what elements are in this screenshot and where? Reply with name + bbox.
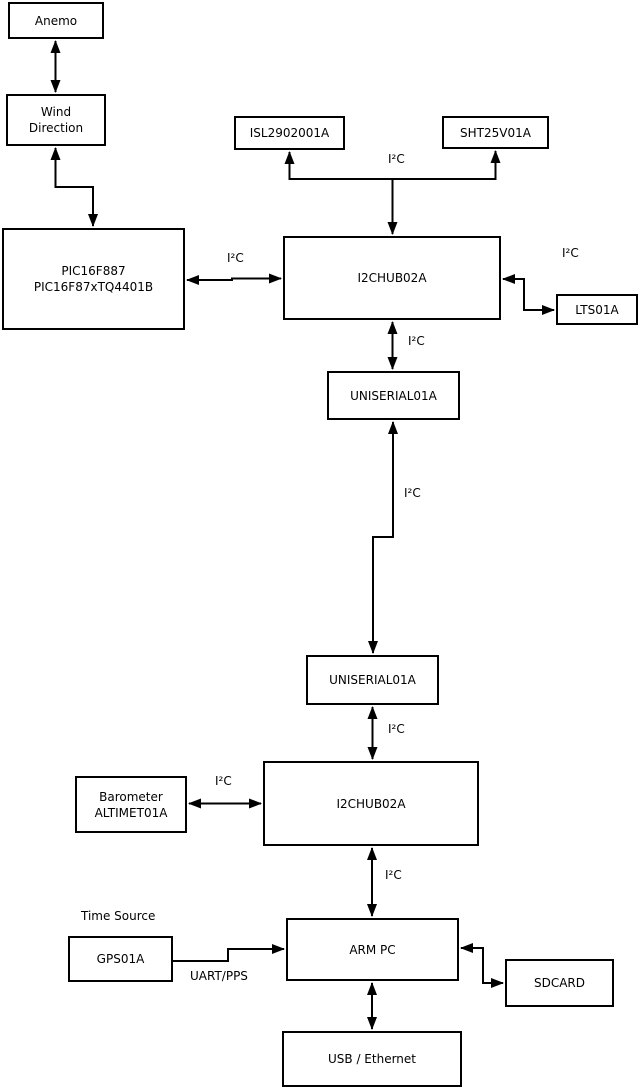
node-anemometer: Anemo [8,2,104,39]
node-i2c-hub-upper: I2CHUB02A [283,236,501,320]
node-wind-direction-label: Wind Direction [28,105,84,135]
node-arm-pc: ARM PC [286,918,459,981]
node-pic-microcontroller: PIC16F887 PIC16F87xTQ4401B [2,228,185,330]
node-barometer-altimeter-label: Barometer ALTIMET01A [94,789,168,820]
node-i2c-hub-lower: I2CHUB02A [263,761,479,846]
node-isl-light-sensor-label: ISL2902001A [249,126,330,140]
edge-pic-hub1 [186,273,282,285]
node-i2c-hub-upper-label: I2CHUB02A [357,271,427,285]
edge-wind-pic [50,147,98,227]
node-wind-direction: Wind Direction [6,94,106,146]
node-uniserial-lower: UNISERIAL01A [306,655,439,705]
edge-label-time-source: Time Source [81,909,156,923]
node-i2c-hub-lower-label: I2CHUB02A [336,796,406,811]
node-usb-ethernet: USB / Ethernet [282,1031,462,1087]
node-lts-temperature-sensor-label: LTS01A [575,302,619,317]
edge-armpc-sdcard [460,943,504,988]
edge-label-i2c-uni1-uni2: I²C [404,486,421,500]
edge-label-i2c-hub1-lts: I²C [562,246,579,260]
node-usb-ethernet-label: USB / Ethernet [328,1052,416,1066]
node-uniserial-lower-label: UNISERIAL01A [329,673,416,687]
node-lts-temperature-sensor: LTS01A [556,294,638,325]
edge-label-i2c-hub1-uni1: I²C [408,334,425,348]
edge-label-i2c-uni2-hub2: I²C [388,722,405,736]
node-uniserial-upper-label: UNISERIAL01A [350,388,437,403]
edge-label-i2c-baro-hub2: I²C [215,774,232,788]
edge-label-uart-pps: UART/PPS [190,969,248,983]
node-sht-humidity-sensor: SHT25V01A [442,116,549,149]
edge-gps-armpc [173,944,285,962]
node-isl-light-sensor: ISL2902001A [234,116,345,150]
edge-uni1-uni2 [368,421,398,654]
edge-label-i2c-sensor-tee: I²C [388,152,405,166]
node-anemometer-label: Anemo [34,13,78,28]
node-pic-microcontroller-label: PIC16F887 PIC16F87xTQ4401B [33,264,154,294]
edge-hub1-lts [502,274,555,315]
edge-label-i2c-hub2-arm: I²C [385,868,402,882]
node-arm-pc-label: ARM PC [349,942,396,957]
node-sdcard-label: SDCARD [533,976,586,990]
node-uniserial-upper: UNISERIAL01A [327,371,460,420]
node-gps-label: GPS01A [96,952,145,966]
edge-label-i2c-pic-hub1: I²C [227,251,244,265]
node-gps: GPS01A [68,936,173,982]
node-sht-humidity-sensor-label: SHT25V01A [460,125,531,140]
node-sdcard: SDCARD [505,959,614,1007]
node-barometer-altimeter: Barometer ALTIMET01A [75,776,187,833]
